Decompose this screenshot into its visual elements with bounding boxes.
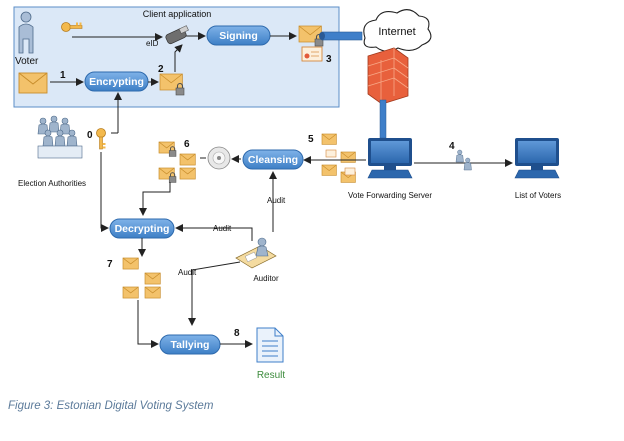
result-label: Result [257, 370, 286, 381]
decrypting-process: Decrypting [109, 218, 175, 239]
vote-envelope-icon [18, 72, 48, 94]
list-of-voters-computer-icon [514, 138, 560, 179]
list-of-voters-label: List of Voters [515, 191, 561, 200]
voter-person-icon [18, 11, 34, 54]
step-2-label: 2 [158, 64, 164, 75]
encrypting-process: Encrypting [84, 71, 149, 92]
transmission-pipe [321, 31, 363, 41]
auditor-desk-icon [235, 237, 277, 269]
vote-forwarding-server-computer-icon [367, 138, 413, 179]
tallying-process: Tallying [159, 334, 221, 355]
result-document-icon [256, 327, 284, 363]
firewall-icon [367, 47, 409, 105]
election-authorities-group-icon [37, 115, 83, 159]
panel-title: Client application [143, 9, 212, 19]
voter-label: Voter [15, 56, 39, 67]
step-6-label: 6 [184, 139, 190, 150]
step-1-label: 1 [60, 70, 66, 81]
cleansing-process: Cleansing [242, 149, 304, 170]
signing-label: Signing [219, 30, 258, 42]
vote-forwarding-server-label: Vote Forwarding Server [348, 191, 432, 200]
certificate-icon [301, 46, 323, 62]
decrypted-votes-envelopes-icon [122, 257, 161, 299]
internet-label: Internet [378, 26, 415, 38]
authority-key-icon [96, 128, 106, 150]
incoming-envelopes-icon [321, 133, 356, 183]
eid-label: eID [146, 39, 159, 48]
cleansed-envelopes-icon [158, 141, 196, 183]
step-5-label: 5 [308, 134, 314, 145]
audit-label-cleansing: Audit [267, 196, 286, 205]
tallying-label: Tallying [171, 339, 210, 351]
step-0-label: 0 [87, 130, 93, 141]
audit-label-decrypting: Audit [213, 224, 232, 233]
internet-cloud-icon: Internet [363, 9, 432, 52]
signing-process: Signing [206, 25, 271, 46]
encrypting-label: Encrypting [89, 76, 144, 88]
step-4-label: 4 [449, 141, 455, 152]
figure-caption: Figure 3: Estonian Digital Voting System [8, 400, 214, 412]
step-7-label: 7 [107, 259, 113, 270]
step-3-label: 3 [326, 54, 332, 65]
eid-card-reader-icon [165, 25, 189, 45]
auditor-label: Auditor [253, 274, 279, 283]
decrypting-label: Decrypting [115, 223, 170, 235]
election-authorities-label: Election Authorities [18, 179, 86, 188]
voters-pair-icon [455, 149, 472, 171]
disc-icon [207, 146, 231, 170]
audit-label-tallying: Audit [178, 268, 197, 277]
step-8-label: 8 [234, 328, 240, 339]
cleansing-label: Cleansing [248, 154, 298, 166]
